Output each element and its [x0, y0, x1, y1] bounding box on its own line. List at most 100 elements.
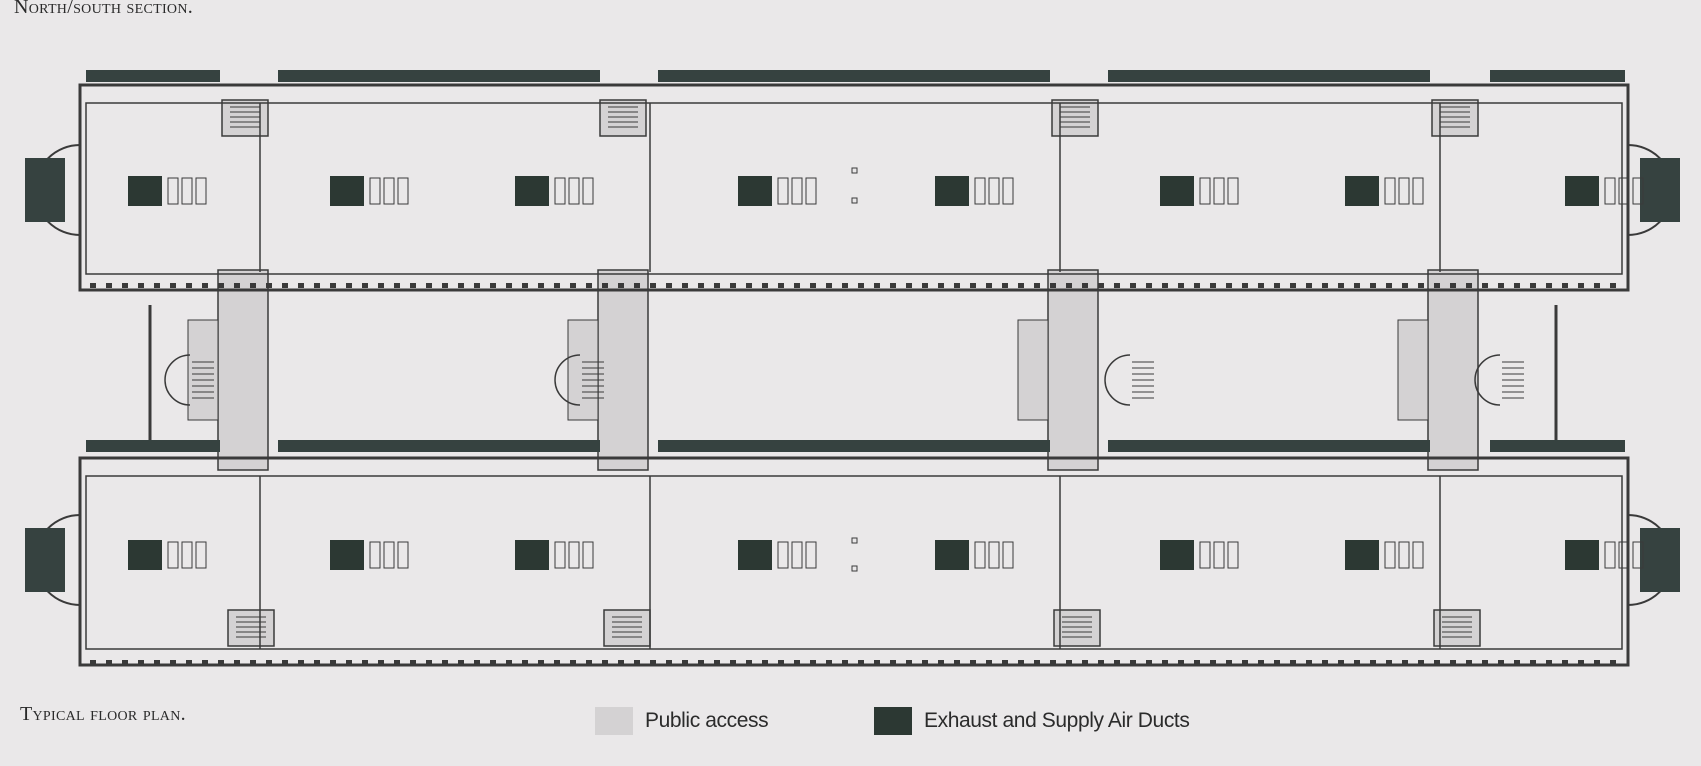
mullion: [874, 283, 880, 288]
mullion: [1562, 283, 1568, 288]
mullion: [298, 283, 304, 288]
mullion: [250, 283, 256, 288]
column-marker: [851, 537, 858, 544]
window-band: [1490, 70, 1625, 82]
mullion: [1130, 660, 1136, 665]
column-marker: [851, 197, 858, 204]
lab-bench: [554, 541, 566, 569]
lab-bench: [383, 177, 395, 205]
stair-landing: [567, 319, 599, 421]
window-band: [1108, 440, 1430, 452]
mullion: [1610, 660, 1616, 665]
mullion: [170, 660, 176, 665]
mullion: [874, 660, 880, 665]
mullion: [1050, 283, 1056, 288]
lab-bench: [791, 541, 803, 569]
mullion: [890, 283, 896, 288]
end-window-band: [1640, 528, 1680, 592]
stair-bay: [1474, 354, 1501, 406]
mullion: [730, 660, 736, 665]
stair-landing: [187, 319, 219, 421]
mullion: [1354, 283, 1360, 288]
mullion: [138, 283, 144, 288]
connector-corridor: [217, 269, 269, 471]
mullion: [1370, 283, 1376, 288]
mullion: [330, 660, 336, 665]
mullion: [154, 660, 160, 665]
mullion: [1546, 283, 1552, 288]
mullion: [298, 660, 304, 665]
mullion: [362, 283, 368, 288]
mullion: [1226, 660, 1232, 665]
lab-bench: [383, 541, 395, 569]
mullion: [362, 660, 368, 665]
lab-bench: [195, 541, 207, 569]
lab-bench: [582, 541, 594, 569]
connector-corridor: [1047, 269, 1099, 471]
mullion: [1226, 283, 1232, 288]
lab-bench: [1632, 177, 1644, 205]
mullion: [538, 660, 544, 665]
mullion: [554, 283, 560, 288]
mullion: [474, 660, 480, 665]
mullion: [794, 283, 800, 288]
air-ducts-label: Exhaust and Supply Air Ducts: [924, 709, 1190, 732]
window-band: [1108, 70, 1430, 82]
mullion: [1018, 660, 1024, 665]
mullion: [602, 660, 608, 665]
mullion: [314, 283, 320, 288]
lab-bench: [1632, 541, 1644, 569]
mullion: [698, 660, 704, 665]
mullion: [1498, 660, 1504, 665]
end-window-band: [1640, 158, 1680, 222]
mullion: [618, 660, 624, 665]
lab-bench: [1384, 177, 1396, 205]
legend-air-ducts: Exhaust and Supply Air Ducts: [874, 706, 1190, 736]
mullion: [1130, 283, 1136, 288]
mullion: [986, 660, 992, 665]
mullion: [1002, 283, 1008, 288]
mullion: [1194, 283, 1200, 288]
stair-core: [1051, 99, 1099, 137]
mullion: [1306, 283, 1312, 288]
air-duct: [1160, 176, 1194, 206]
lab-bench: [777, 177, 789, 205]
mullion: [1338, 660, 1344, 665]
mullion: [1482, 283, 1488, 288]
mullion: [906, 283, 912, 288]
mullion: [1530, 660, 1536, 665]
stair-bay: [554, 354, 581, 406]
mullion: [1354, 660, 1360, 665]
mullion: [922, 660, 928, 665]
mullion: [1434, 283, 1440, 288]
mullion: [1162, 283, 1168, 288]
mullion: [1258, 660, 1264, 665]
air-duct: [128, 540, 162, 570]
lab-bench: [1384, 541, 1396, 569]
lab-bench: [974, 541, 986, 569]
air-ducts-swatch: [874, 707, 912, 735]
mullion: [1482, 660, 1488, 665]
mullion: [1498, 283, 1504, 288]
mullion: [810, 660, 816, 665]
mullion: [1082, 283, 1088, 288]
mullion: [842, 283, 848, 288]
mullion: [1322, 283, 1328, 288]
mullion: [714, 283, 720, 288]
lab-bench: [805, 541, 817, 569]
window-band: [86, 440, 220, 452]
mullion: [410, 660, 416, 665]
lab-bench: [1213, 541, 1225, 569]
mullion: [154, 283, 160, 288]
mullion: [1114, 660, 1120, 665]
mullion: [1050, 660, 1056, 665]
stair-core: [227, 609, 275, 647]
mullion: [1002, 660, 1008, 665]
mullion: [90, 283, 96, 288]
lab-bench: [988, 541, 1000, 569]
mullion: [826, 660, 832, 665]
mullion: [202, 660, 208, 665]
mullion: [442, 660, 448, 665]
air-duct: [738, 540, 772, 570]
stair-landing: [1397, 319, 1429, 421]
